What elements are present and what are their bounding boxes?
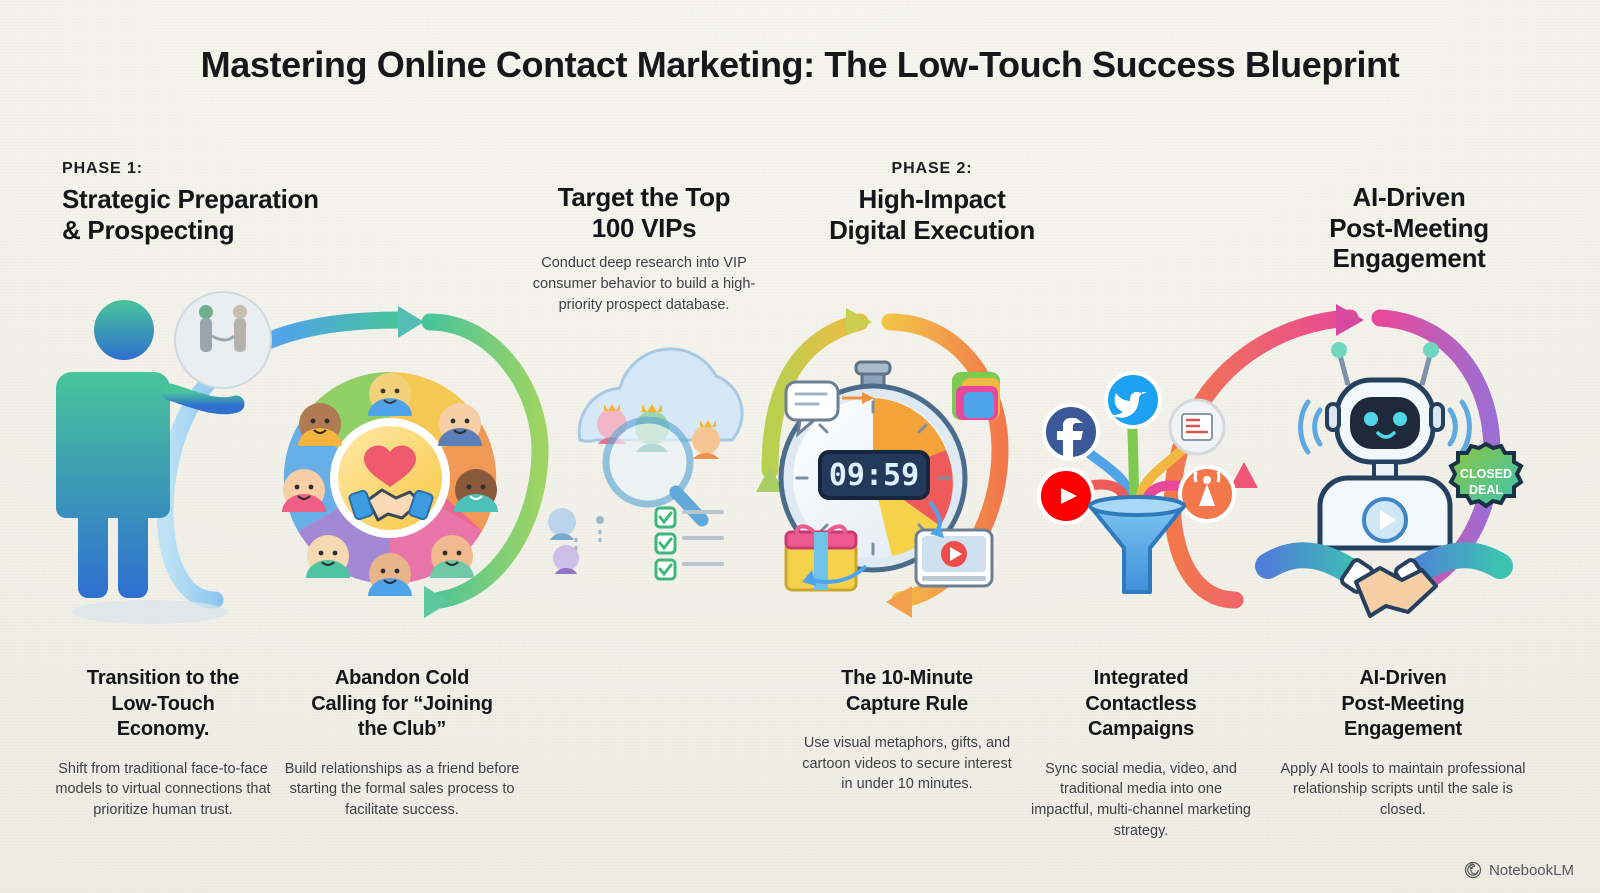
phase-1-kicker: PHASE 1: (62, 160, 143, 177)
header-phase-1: PHASE 1: Strategic Preparation & Prospec… (62, 160, 392, 245)
page-title: Mastering Online Contact Marketing: The … (200, 44, 1400, 85)
notebooklm-label: NotebookLM (1488, 861, 1574, 879)
caption-4-line3: Campaigns (1087, 718, 1194, 741)
caption-1-line3: Economy. (116, 718, 210, 741)
vips-subtitle: Conduct deep research into VIP consumer … (532, 255, 756, 313)
caption-1-line2: Low-Touch (111, 692, 215, 715)
caption-5-title: AI-Driven Post-Meeting Engagement (1278, 666, 1528, 743)
phase-1-title-line1: Strategic Preparation (62, 184, 319, 214)
caption-1-body: Shift from traditional face-to-face mode… (55, 760, 271, 818)
vips-title-line1: Target the Top (557, 182, 731, 212)
ai-header-line1: AI-Driven (1352, 182, 1466, 212)
notebooklm-spiral-icon (1464, 861, 1482, 879)
caption-3-body: Use visual metaphors, gifts, and cartoon… (802, 735, 1012, 793)
phase-2-title: High-Impact Digital Execution (782, 184, 1082, 245)
caption-5-line2: Post-Meeting (1341, 692, 1465, 715)
caption-5-line1: AI-Driven (1359, 667, 1447, 689)
caption-ten-minute-capture-rule: The 10-Minute Capture Rule Use visual me… (800, 666, 1014, 795)
phase-2-title-line1: High-Impact (858, 184, 1006, 214)
caption-integrated-contactless-campaigns: Integrated Contactless Campaigns Sync so… (1030, 666, 1252, 841)
caption-2-line1: Abandon Cold (334, 667, 470, 689)
header-phase-2: PHASE 2: High-Impact Digital Execution (782, 160, 1082, 245)
phase-1-title-line2: & Prospecting (62, 214, 235, 245)
caption-3-line1: The 10-Minute (841, 667, 973, 689)
caption-3-title: The 10-Minute Capture Rule (800, 666, 1014, 717)
caption-ai-driven-post-meeting: AI-Driven Post-Meeting Engagement Apply … (1278, 666, 1528, 821)
caption-5-line3: Engagement (1343, 718, 1463, 741)
caption-5-body: Apply AI tools to maintain professional … (1280, 760, 1526, 818)
vips-title-line2: 100 VIPs (591, 212, 697, 243)
phase-2-title-line2: Digital Execution (829, 214, 1035, 245)
caption-2-line3: the Club” (357, 718, 447, 741)
caption-4-line1: Integrated (1093, 667, 1189, 689)
header-ai-driven-post-meeting: AI-Driven Post-Meeting Engagement (1282, 182, 1536, 274)
caption-2-title: Abandon Cold Calling for “Joining the Cl… (284, 666, 520, 743)
caption-4-title: Integrated Contactless Campaigns (1030, 666, 1252, 743)
ai-header-line3: Engagement (1332, 243, 1486, 274)
caption-abandon-cold-calling: Abandon Cold Calling for “Joining the Cl… (284, 666, 520, 821)
phase-1-title: Strategic Preparation & Prospecting (62, 184, 392, 245)
notebooklm-watermark: NotebookLM (1464, 861, 1574, 879)
caption-1-line1: Transition to the (86, 667, 240, 689)
header-target-top-100-vips: Target the Top 100 VIPs Conduct deep res… (528, 182, 760, 315)
caption-4-body: Sync social media, video, and traditiona… (1030, 760, 1251, 839)
caption-2-line2: Calling for “Joining (311, 692, 493, 715)
caption-3-line2: Capture Rule (845, 692, 969, 715)
caption-1-title: Transition to the Low-Touch Economy. (52, 666, 274, 743)
ai-header-line2: Post-Meeting (1329, 212, 1489, 243)
caption-2-body: Build relationships as a friend before s… (284, 760, 520, 818)
caption-transition-low-touch: Transition to the Low-Touch Economy. Shi… (52, 666, 274, 821)
vips-title: Target the Top 100 VIPs (528, 182, 760, 243)
ai-header-title: AI-Driven Post-Meeting Engagement (1282, 182, 1536, 274)
caption-4-line2: Contactless (1085, 692, 1197, 715)
phase-2-kicker: PHASE 2: (891, 160, 973, 177)
